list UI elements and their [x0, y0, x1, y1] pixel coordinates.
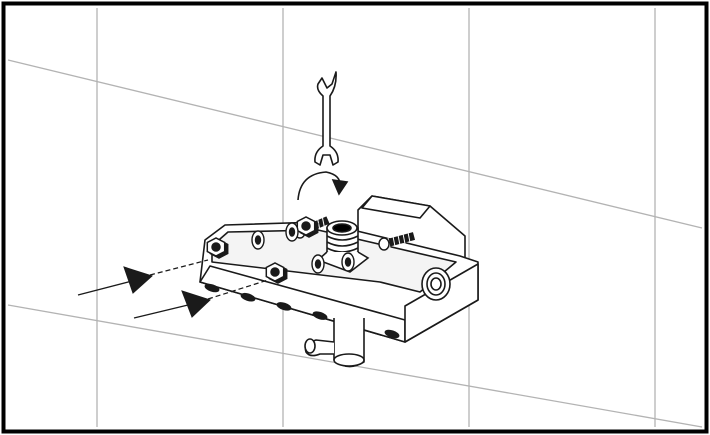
tray-right-face — [404, 263, 479, 343]
insertion-arrow-icon — [77, 259, 209, 296]
washer — [285, 222, 299, 242]
washer — [311, 254, 325, 274]
washer — [251, 230, 265, 250]
slot — [312, 311, 328, 320]
slot — [276, 302, 292, 311]
slot — [384, 329, 400, 339]
hex-nut — [296, 216, 319, 238]
rear-block-top — [361, 195, 431, 219]
hex-nut — [206, 237, 229, 259]
inlet-pipe — [304, 318, 365, 368]
slot — [204, 283, 220, 293]
insertion-arrow-group — [77, 259, 269, 319]
side-threaded-fitting — [421, 267, 451, 301]
washer — [341, 252, 355, 272]
rotate-arrow-icon — [297, 171, 349, 201]
tile-line-diagonal — [7, 59, 703, 229]
washer-group — [251, 222, 355, 274]
hex-nut — [265, 262, 288, 284]
insertion-arrow-icon — [133, 279, 269, 319]
slot — [240, 292, 256, 302]
nut-group — [206, 216, 319, 284]
wrench-icon — [314, 71, 339, 166]
bolt — [378, 232, 416, 251]
